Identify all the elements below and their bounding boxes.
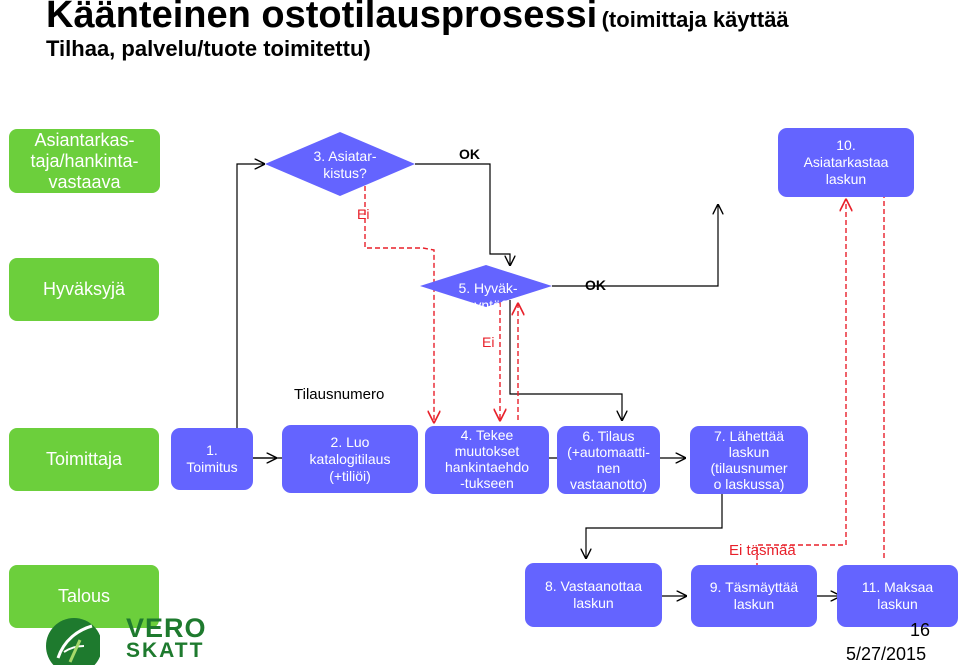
step-s11: 11. Maksaa laskun [837, 565, 958, 627]
label-ok-s5: OK [585, 277, 606, 293]
lane-asiantarkastaja-label: Asiantarkas- taja/hankinta- vastaava [30, 129, 139, 192]
title-paren: (toimittaja käyttää [601, 7, 789, 32]
step-s11-label: 11. Maksaa laskun [861, 579, 934, 612]
logo-text-vero: VERO [126, 613, 207, 643]
flow-s5-to-s6 [509, 300, 622, 420]
decision-s5-shape [420, 265, 552, 307]
step-s1-label: 1. Toimitus [186, 442, 238, 475]
step-s7: 7. Lähettää laskun (tilausnumer o laskus… [690, 426, 808, 494]
label-ok-s3: OK [459, 146, 480, 162]
step-s10-label: 10. Asiatarkastaa laskun [803, 137, 889, 187]
step-s4-label: 4. Tekee muutokset hankintaehdo -tukseen [444, 427, 530, 491]
step-s8-label: 8. Vastaanottaa laskun [544, 578, 643, 611]
reject-s3-to-s4 [364, 186, 434, 422]
flow-s5-ok-to-s10 [552, 205, 718, 287]
reject-s9-to-s10 [756, 200, 846, 568]
label-ei-tasmaa: Ei täsmää [729, 542, 796, 559]
flow-s7-to-s8 [586, 494, 723, 558]
lane-toimittaja-label: Toimittaja [45, 449, 123, 469]
step-s2-label: 2. Luo katalogitilaus (+tiliöi) [309, 433, 391, 484]
step-s1: 1. Toimitus [171, 428, 253, 490]
lane-hyvaksyja-label: Hyväksyjä [42, 279, 126, 299]
lane-toimittaja: Toimittaja [9, 428, 159, 491]
step-s4: 4. Tekee muutokset hankintaehdo -tukseen [425, 426, 549, 494]
decision-s3-label: 3. Asiatar- kistus? [313, 148, 377, 181]
page-number: 16 [910, 620, 931, 640]
step-s6: 6. Tilaus (+automaatti- nen vastaanotto) [557, 426, 660, 494]
step-s6-label: 6. Tilaus (+automaatti- nen vastaanotto) [567, 428, 650, 492]
flow-s3-ok-to-s5 [415, 163, 510, 265]
title-line2: Tilhaa, palvelu/tuote toimitettu) [46, 36, 371, 61]
decision-s3-shape [265, 132, 415, 196]
leaf-emblem-icon [46, 618, 100, 665]
step-s8: 8. Vastaanottaa laskun [525, 563, 662, 627]
footer-date: 5/27/2015 [846, 644, 927, 664]
step-s10: 10. Asiatarkastaa laskun [778, 128, 914, 197]
decision-s5-label: 5. Hyväk- syntä? [458, 280, 518, 313]
lane-asiantarkastaja: Asiantarkas- taja/hankinta- vastaava [9, 129, 160, 193]
lane-talous-label: Talous [57, 586, 111, 606]
logo-text-skatt: SKATT [126, 639, 205, 662]
lane-talous: Talous [9, 565, 159, 628]
label-ei-s5: Ei [482, 334, 495, 350]
step-s7-label: 7. Lähettää laskun (tilausnumer o laskus… [710, 428, 788, 492]
label-tilausnumero: Tilausnumero [294, 386, 385, 403]
title-main: Käänteinen ostotilausprosessi [46, 0, 598, 36]
label-ei-s3: Ei [357, 206, 370, 222]
vero-logo: VERO SKATT [40, 612, 206, 665]
step-s2: 2. Luo katalogitilaus (+tiliöi) [282, 425, 418, 493]
page-title: Käänteinen ostotilausprosessi (toimittaj… [46, 0, 789, 37]
step-s9: 9. Täsmäyttää laskun [691, 565, 817, 627]
step-s9-label: 9. Täsmäyttää laskun [709, 579, 799, 612]
lane-hyvaksyja: Hyväksyjä [9, 258, 159, 321]
